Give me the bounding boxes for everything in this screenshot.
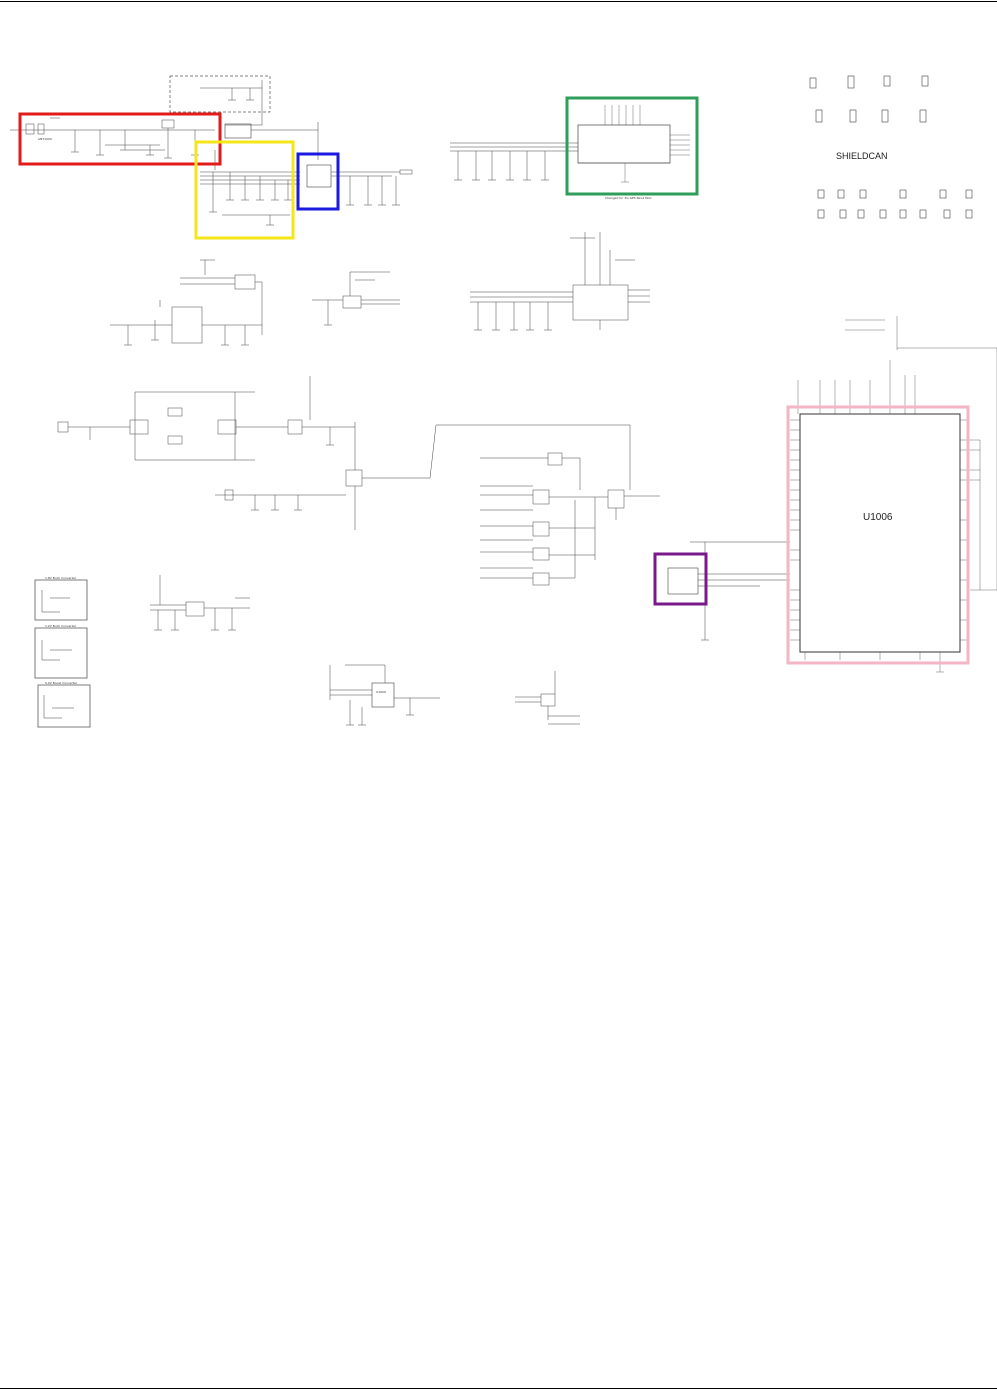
lower-circuit-1 — [150, 575, 250, 631]
buck-converter-1 — [34, 579, 88, 621]
svg-text:1.2V Buck Converter: 1.2V Buck Converter — [45, 624, 77, 628]
dashed-block — [169, 75, 271, 113]
highlight-pink — [786, 405, 970, 665]
svg-text:5.0V Boost Converter: 5.0V Boost Converter — [45, 681, 78, 685]
blue-chip — [306, 164, 332, 188]
rf-chain — [57, 376, 631, 530]
shieldcan-label: SHIELDCAN — [836, 151, 888, 161]
regulator-circuit-1 — [110, 259, 263, 346]
bus-block — [200, 150, 300, 226]
gps-note: Changed for 3G GPS Rev4 Mod — [605, 196, 651, 200]
mid-chip-block — [470, 232, 650, 331]
u1006-label: U1006 — [863, 512, 893, 523]
svg-text:1.8V Buck Converter: 1.8V Buck Converter — [45, 576, 77, 580]
buck-converter-2 — [34, 627, 88, 679]
boost-converter — [37, 684, 91, 728]
highlight-green — [565, 96, 699, 196]
highlight-red — [18, 112, 222, 166]
chip-u1009 — [371, 682, 395, 708]
bottom-rule — [0, 1388, 997, 1389]
main-chip-u1006 — [799, 413, 961, 653]
lower-circuit-3 — [515, 671, 580, 725]
regulator-circuit-2 — [312, 271, 400, 326]
highlight-yellow — [194, 140, 295, 240]
highlight-blue — [296, 152, 340, 211]
highlight-purple — [653, 552, 708, 606]
svg-text:U1009: U1009 — [376, 690, 386, 694]
ant-label: ANT1000 — [38, 137, 52, 141]
amp-chain — [480, 452, 660, 586]
top-rule — [0, 1, 997, 2]
connector-chip — [577, 124, 671, 164]
shieldcan-array — [809, 75, 973, 219]
purple-chip — [667, 567, 699, 595]
